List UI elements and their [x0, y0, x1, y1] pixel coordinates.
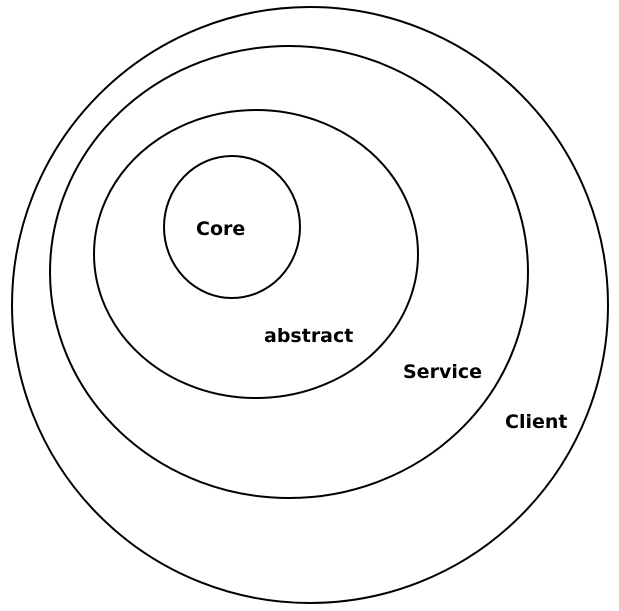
core-layer-circle	[163, 155, 301, 299]
abstract-label: abstract	[264, 325, 353, 347]
abstract-layer-circle	[93, 109, 419, 399]
core-label: Core	[196, 218, 245, 240]
service-label: Service	[403, 361, 482, 383]
service-layer-circle	[49, 45, 529, 499]
client-layer-circle	[11, 6, 609, 604]
client-label: Client	[505, 411, 567, 433]
